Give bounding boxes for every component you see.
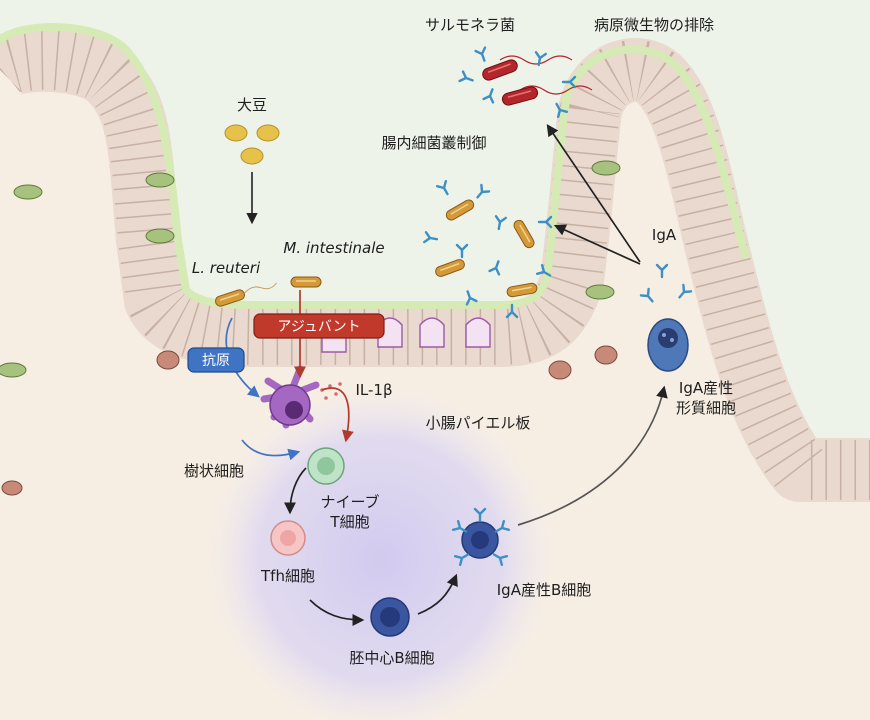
- adjuvant-tag: アジュバント: [253, 313, 385, 339]
- iga-plasma-cell: [647, 318, 689, 372]
- label-plasma-cell-line1: IgA産性: [679, 379, 733, 397]
- arrows: [225, 124, 668, 626]
- epithelium-cells: [0, 29, 870, 500]
- label-peyers-patch: 小腸パイエル板: [426, 414, 531, 432]
- label-gc-b-cell: 胚中心B細胞: [349, 649, 434, 667]
- salmonella-bacteria: [458, 46, 593, 119]
- label-tfh-cell: Tfh細胞: [260, 567, 315, 585]
- naive-t-cell: [307, 447, 345, 485]
- svg-text:抗原: 抗原: [202, 353, 230, 369]
- label-dendritic-cell: 樹状細胞: [184, 462, 244, 480]
- label-naive-line2: T細胞: [329, 513, 369, 531]
- antigen-tag: 抗原: [187, 347, 245, 373]
- m-intestinale-bacterium: [290, 276, 322, 288]
- label-iga: IgA: [652, 226, 677, 244]
- peyers-patch-region: [205, 385, 555, 720]
- label-gut-microbiota-control: 腸内細菌叢制御: [381, 134, 486, 152]
- label-plasma-cell-line2: 形質細胞: [676, 399, 736, 417]
- dendritic-cell: [260, 365, 320, 429]
- label-salmonella: サルモネラ菌: [425, 16, 515, 34]
- label-il1b: IL-1β: [355, 381, 392, 399]
- label-soybean: 大豆: [237, 96, 267, 114]
- goblet-cells: [0, 160, 621, 496]
- svg-text:アジュバント: アジュバント: [277, 319, 360, 335]
- tfh-cell: [270, 520, 306, 556]
- iga-producing-b-cell: [451, 507, 511, 567]
- label-iga-b-cell: IgA産性B細胞: [497, 581, 592, 599]
- mucus-layer: [0, 23, 749, 309]
- germinal-center-b-cell: [370, 597, 410, 637]
- label-m-intestinale: M. intestinale: [283, 239, 384, 257]
- label-naive-line1: ナイーブ: [320, 493, 379, 511]
- label-pathogen-exclusion: 病原微生物の排除: [594, 16, 714, 34]
- label-l-reuteri: L. reuteri: [192, 259, 261, 277]
- l-reuteri-bacterium: [213, 282, 278, 309]
- soybean-icons: [224, 124, 280, 165]
